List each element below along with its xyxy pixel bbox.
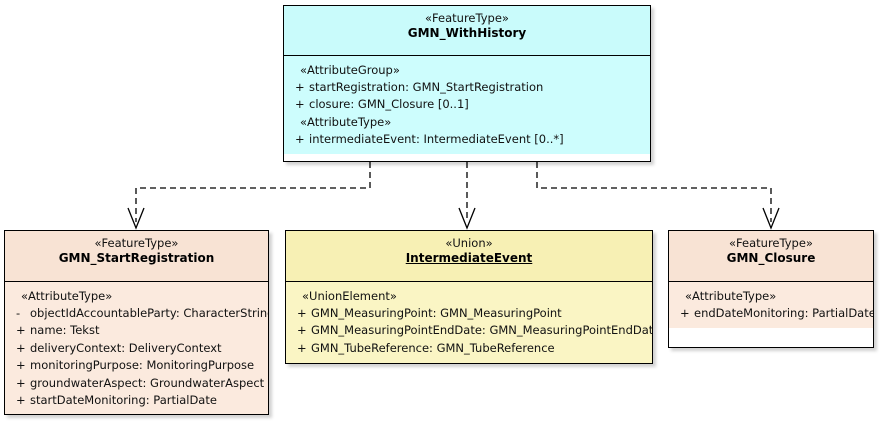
attribute-group-label: «AttributeType» [685,289,777,303]
visibility-marker: + [297,340,307,355]
visibility-marker: + [297,323,307,338]
connector-with-history-to-closure [536,162,772,222]
class-header-gmn-closure: «FeatureType» GMN_Closure [669,231,873,282]
class-body-gmn-withhistory: «AttributeGroup» + startRegistration: GM… [284,56,650,155]
class-gmn-withhistory[interactable]: «FeatureType» GMN_WithHistory «Attribute… [283,5,651,162]
visibility-marker: + [680,306,690,320]
connector-with-history-to-start-registration [135,162,371,222]
attribute-text: monitoringPurpose: MonitoringPurpose [30,358,255,373]
attribute-text: deliveryContext: DeliveryContext [30,340,222,355]
attribute-row[interactable]: + startRegistration: GMN_StartRegistrati… [284,79,650,96]
attribute-group-label: «AttributeType» [21,289,113,303]
attribute-text: GMN_TubeReference: GMN_TubeReference [311,340,555,355]
attribute-row[interactable]: + groundwaterAspect: GroundwaterAspect [5,375,268,392]
visibility-marker: + [16,393,26,408]
attribute-row[interactable]: + monitoringPurpose: MonitoringPurpose [5,357,268,374]
arrowhead-intermediate-event [458,207,476,230]
visibility-marker: + [295,131,305,146]
attribute-row[interactable]: + GMN_TubeReference: GMN_TubeReference [286,340,652,357]
attribute-text: objectIdAccountableParty: CharacterStrin… [30,306,269,320]
attribute-row[interactable]: + intermediateEvent: IntermediateEvent [… [284,131,650,148]
class-header-intermediateevent: «Union» IntermediateEvent [286,231,652,282]
attribute-text: closure: GMN_Closure [0..1] [309,97,469,112]
attribute-text: name: Tekst [30,323,100,338]
class-stereotype: «FeatureType» [425,11,509,25]
visibility-marker: + [295,97,305,112]
arrowhead-closure [762,207,780,230]
attribute-text: GMN_MeasuringPointEndDate: GMN_Measuring… [311,323,653,338]
attribute-text: groundwaterAspect: GroundwaterAspect [30,375,265,390]
class-body-gmn-closure: «AttributeType» + endDateMonitoring: Par… [669,282,873,329]
attribute-row[interactable]: + closure: GMN_Closure [0..1] [284,96,650,113]
visibility-marker: - [16,306,21,320]
visibility-marker: + [297,306,307,320]
class-name: IntermediateEvent [405,251,533,266]
visibility-marker: + [16,358,26,373]
attribute-row[interactable]: + name: Tekst [5,322,268,339]
class-body-gmn-startregistration: «AttributeType» - objectIdAccountablePar… [5,282,268,414]
class-name: GMN_WithHistory [407,26,527,41]
class-stereotype: «FeatureType» [94,236,179,250]
attribute-group-label: «UnionElement» [302,289,397,303]
attribute-row[interactable]: + endDateMonitoring: PartialDate [669,305,873,322]
attribute-row[interactable]: + GMN_MeasuringPoint: GMN_MeasuringPoint [286,305,652,322]
class-name: GMN_Closure [726,251,816,266]
class-header-gmn-startregistration: «FeatureType» GMN_StartRegistration [5,231,268,282]
class-stereotype: «FeatureType» [729,236,813,250]
class-gmn-startregistration[interactable]: «FeatureType» GMN_StartRegistration «Att… [4,230,269,415]
arrowhead-start-registration [127,207,145,230]
attribute-text: endDateMonitoring: PartialDate [694,306,874,320]
attribute-text: startDateMonitoring: PartialDate [30,393,217,408]
attribute-group-label: «AttributeGroup» [300,63,400,77]
attribute-row[interactable]: + deliveryContext: DeliveryContext [5,340,268,357]
class-header-gmn-withhistory: «FeatureType» GMN_WithHistory [284,6,650,56]
class-gmn-closure[interactable]: «FeatureType» GMN_Closure «AttributeType… [668,230,874,348]
attribute-row[interactable]: - objectIdAccountableParty: CharacterStr… [5,305,268,322]
visibility-marker: + [16,375,26,390]
visibility-marker: + [16,340,26,355]
attribute-row[interactable]: + startDateMonitoring: PartialDate [5,392,268,409]
attribute-text: GMN_MeasuringPoint: GMN_MeasuringPoint [311,306,562,320]
attribute-text: intermediateEvent: IntermediateEvent [0.… [309,131,564,146]
visibility-marker: + [16,323,26,338]
class-intermediateevent[interactable]: «Union» IntermediateEvent «UnionElement»… [285,230,653,364]
attribute-row[interactable]: + GMN_MeasuringPointEndDate: GMN_Measuri… [286,322,652,339]
class-name: GMN_StartRegistration [58,251,215,266]
visibility-marker: + [295,80,305,94]
attribute-group-label: «AttributeType» [300,114,392,129]
attribute-text: startRegistration: GMN_StartRegistration [309,80,544,94]
class-body-intermediateevent: «UnionElement» + GMN_MeasuringPoint: GMN… [286,282,652,363]
class-stereotype: «Union» [445,236,493,250]
